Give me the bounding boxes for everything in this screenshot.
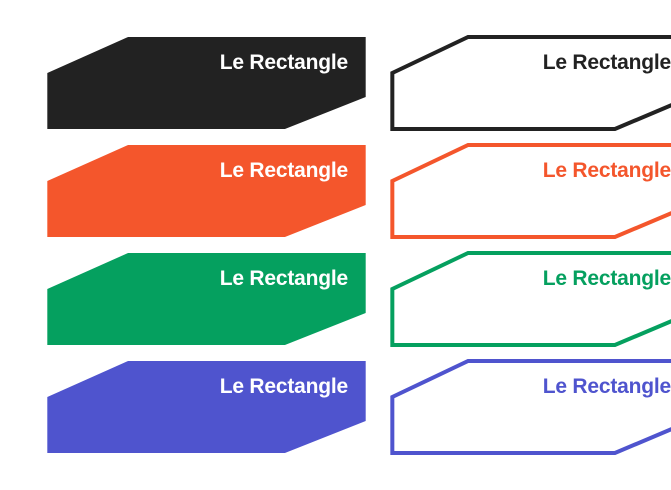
hexagon-shape-icon (47, 361, 366, 453)
badge-cell-orange-outlined[interactable]: Le Rectangle (390, 143, 671, 239)
badge-cell-green-outlined[interactable]: Le Rectangle (390, 251, 671, 347)
hexagon-polygon (392, 37, 671, 129)
hexagon-shape-icon (47, 253, 366, 345)
badge-cell-green-filled[interactable]: Le Rectangle (45, 251, 368, 347)
badge-label: Le Rectangle (219, 51, 349, 74)
badge-orange-outlined[interactable]: Le Rectangle (390, 143, 671, 239)
hexagon-shape-icon (47, 145, 366, 237)
badge-cell-indigo-outlined[interactable]: Le Rectangle (390, 359, 671, 455)
hexagon-polygon (392, 361, 671, 453)
badge-orange-filled[interactable]: Le Rectangle (45, 143, 368, 239)
badge-indigo-filled[interactable]: Le Rectangle (45, 359, 368, 455)
hexagon-shape-icon (390, 251, 671, 347)
hexagon-shape-icon (390, 359, 671, 455)
badge-indigo-outlined[interactable]: Le Rectangle (390, 359, 671, 455)
badge-cell-black-filled[interactable]: Le Rectangle (45, 35, 368, 131)
hexagon-polygon (47, 145, 366, 237)
badge-cell-orange-filled[interactable]: Le Rectangle (45, 143, 368, 239)
badge-cell-black-outlined[interactable]: Le Rectangle (390, 35, 671, 131)
hexagon-polygon (392, 253, 671, 345)
badge-green-filled[interactable]: Le Rectangle (45, 251, 368, 347)
badge-label: Le Rectangle (219, 375, 349, 398)
badge-cell-indigo-filled[interactable]: Le Rectangle (45, 359, 368, 455)
badge-label: Le Rectangle (542, 267, 671, 290)
badge-green-outlined[interactable]: Le Rectangle (390, 251, 671, 347)
hexagon-polygon (47, 37, 366, 129)
badge-label: Le Rectangle (542, 51, 671, 74)
badge-label: Le Rectangle (219, 267, 349, 290)
badge-label: Le Rectangle (219, 159, 349, 182)
hexagon-polygon (47, 361, 366, 453)
hexagon-shape-icon (47, 37, 366, 129)
hexagon-shape-icon (390, 143, 671, 239)
badge-label: Le Rectangle (542, 375, 671, 398)
badge-black-outlined[interactable]: Le Rectangle (390, 35, 671, 131)
badge-label: Le Rectangle (542, 159, 671, 182)
hexagon-shape-icon (390, 35, 671, 131)
hexagon-polygon (47, 253, 366, 345)
badge-black-filled[interactable]: Le Rectangle (45, 35, 368, 131)
hexagon-polygon (392, 145, 671, 237)
